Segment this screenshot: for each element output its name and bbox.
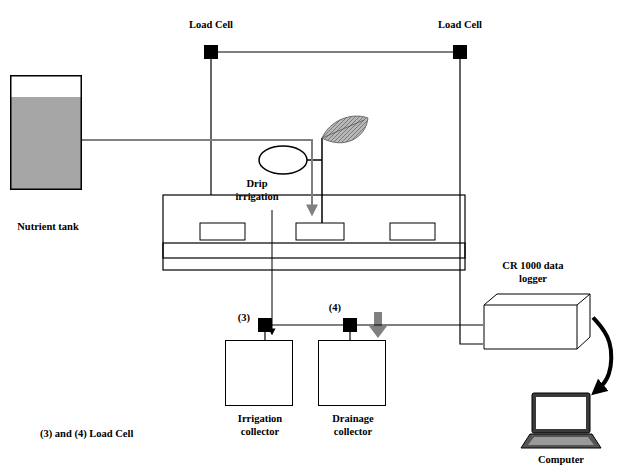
irrigation-collector: Irrigation collector — [225, 340, 293, 406]
signal-wire — [349, 332, 350, 340]
bench — [163, 195, 465, 270]
computer: Computer — [520, 392, 602, 452]
growing-slab — [296, 223, 344, 240]
signal-wire — [357, 324, 483, 325]
irrigation-arrow — [272, 210, 273, 334]
leaf-vein — [322, 120, 364, 138]
node-label: Computer — [520, 454, 602, 467]
bench-shelf — [163, 243, 465, 258]
signal-wire — [218, 51, 453, 52]
growing-slab — [390, 223, 435, 240]
load-cell: (3) — [258, 318, 272, 332]
drip-line — [82, 140, 312, 214]
plant-leaf — [322, 116, 368, 143]
legend-note: (3) and (4) Load Cell — [40, 428, 200, 441]
tank-outline — [10, 75, 82, 190]
node-label: (3) — [226, 312, 250, 325]
drainage-collector: Drainage collector — [318, 340, 386, 406]
signal-wire — [272, 324, 343, 325]
plant-stem — [307, 159, 322, 161]
nutrient-solution — [10, 97, 82, 190]
load-cell: Load Cell — [453, 45, 467, 59]
frame-line — [210, 59, 211, 195]
signal-wire — [460, 59, 483, 344]
logger-outline — [483, 293, 591, 350]
node-label: CR 1000 data logger — [497, 260, 569, 285]
node-label: Drainage collector — [313, 413, 393, 438]
signal-wire — [264, 332, 265, 340]
node-label: Load Cell — [430, 19, 490, 32]
growing-slab — [200, 223, 245, 240]
laptop-outline — [520, 392, 602, 452]
load-cell: Load Cell — [204, 45, 218, 59]
plant-stem — [321, 138, 323, 223]
plant-head — [259, 146, 307, 174]
data-logger: CR 1000 data logger — [483, 293, 591, 350]
node-label: Nutrient tank — [10, 221, 86, 234]
load-cell: (4) — [343, 318, 357, 332]
drip-irrigation-label: Drip irrigation — [224, 178, 290, 203]
data-transfer-arrow — [593, 318, 611, 392]
node-label: Load Cell — [181, 19, 241, 32]
nutrient-tank: Nutrient tank — [10, 75, 82, 190]
node-label: Irrigation collector — [220, 413, 300, 438]
node-label: (4) — [317, 302, 341, 315]
